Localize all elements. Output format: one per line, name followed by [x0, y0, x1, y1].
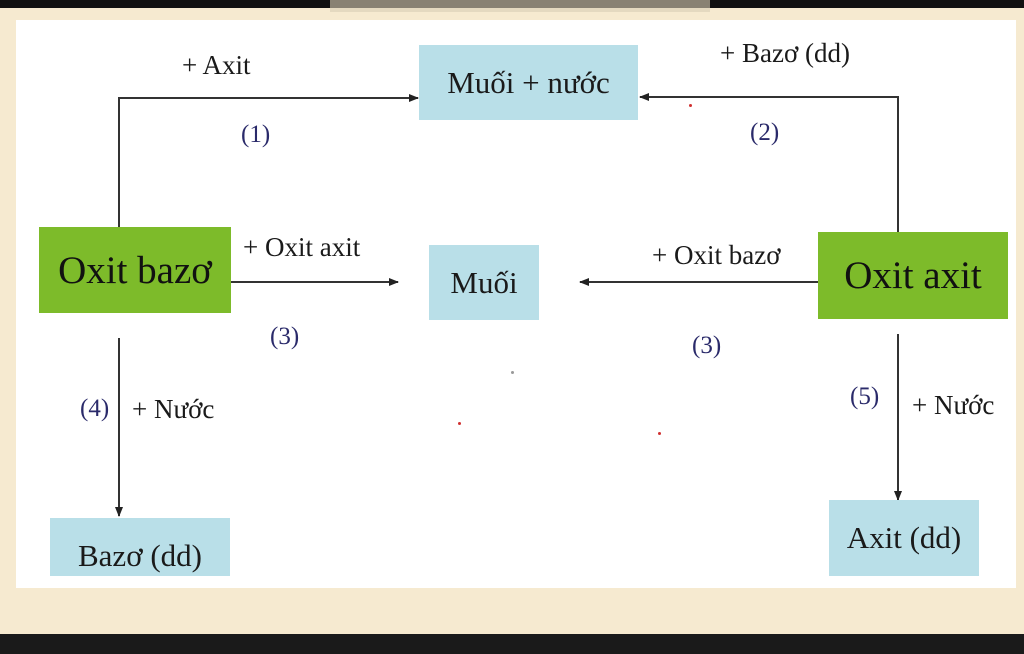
speck: [511, 371, 514, 374]
edge-1-number: (1): [241, 121, 271, 148]
edge-4-label: + Nước: [132, 394, 215, 424]
arrow-1: [118, 94, 419, 228]
edge-3a-number: (3): [270, 323, 300, 350]
speck: [458, 422, 461, 425]
edge-5-label: + Nước: [912, 390, 995, 420]
edge-2-label: + Bazơ (dd): [720, 38, 850, 68]
speck: [658, 432, 661, 435]
node-oxit-axit: Oxit axit: [818, 232, 1008, 319]
edge-3b-label: + Oxit bazơ: [652, 240, 781, 270]
arrow-2: [639, 93, 899, 232]
node-muoi: Muối: [429, 245, 539, 320]
edge-2-number: (2): [750, 119, 780, 146]
edge-3b-number: (3): [692, 332, 722, 359]
top-decoration: [330, 0, 710, 12]
node-bazo-dd: Bazơ (dd): [50, 518, 230, 576]
edge-1-label: + Axit: [182, 50, 251, 80]
node-axit-dd: Axit (dd): [829, 500, 979, 576]
bottom-strip: [0, 634, 1024, 654]
speck: [689, 104, 692, 107]
node-oxit-bazo: Oxit bazơ: [39, 227, 231, 313]
edge-3a-label: + Oxit axit: [243, 232, 361, 262]
edge-5-number: (5): [850, 383, 880, 410]
edge-4-number: (4): [80, 395, 110, 422]
node-muoi-nuoc: Muối + nước: [419, 45, 638, 120]
